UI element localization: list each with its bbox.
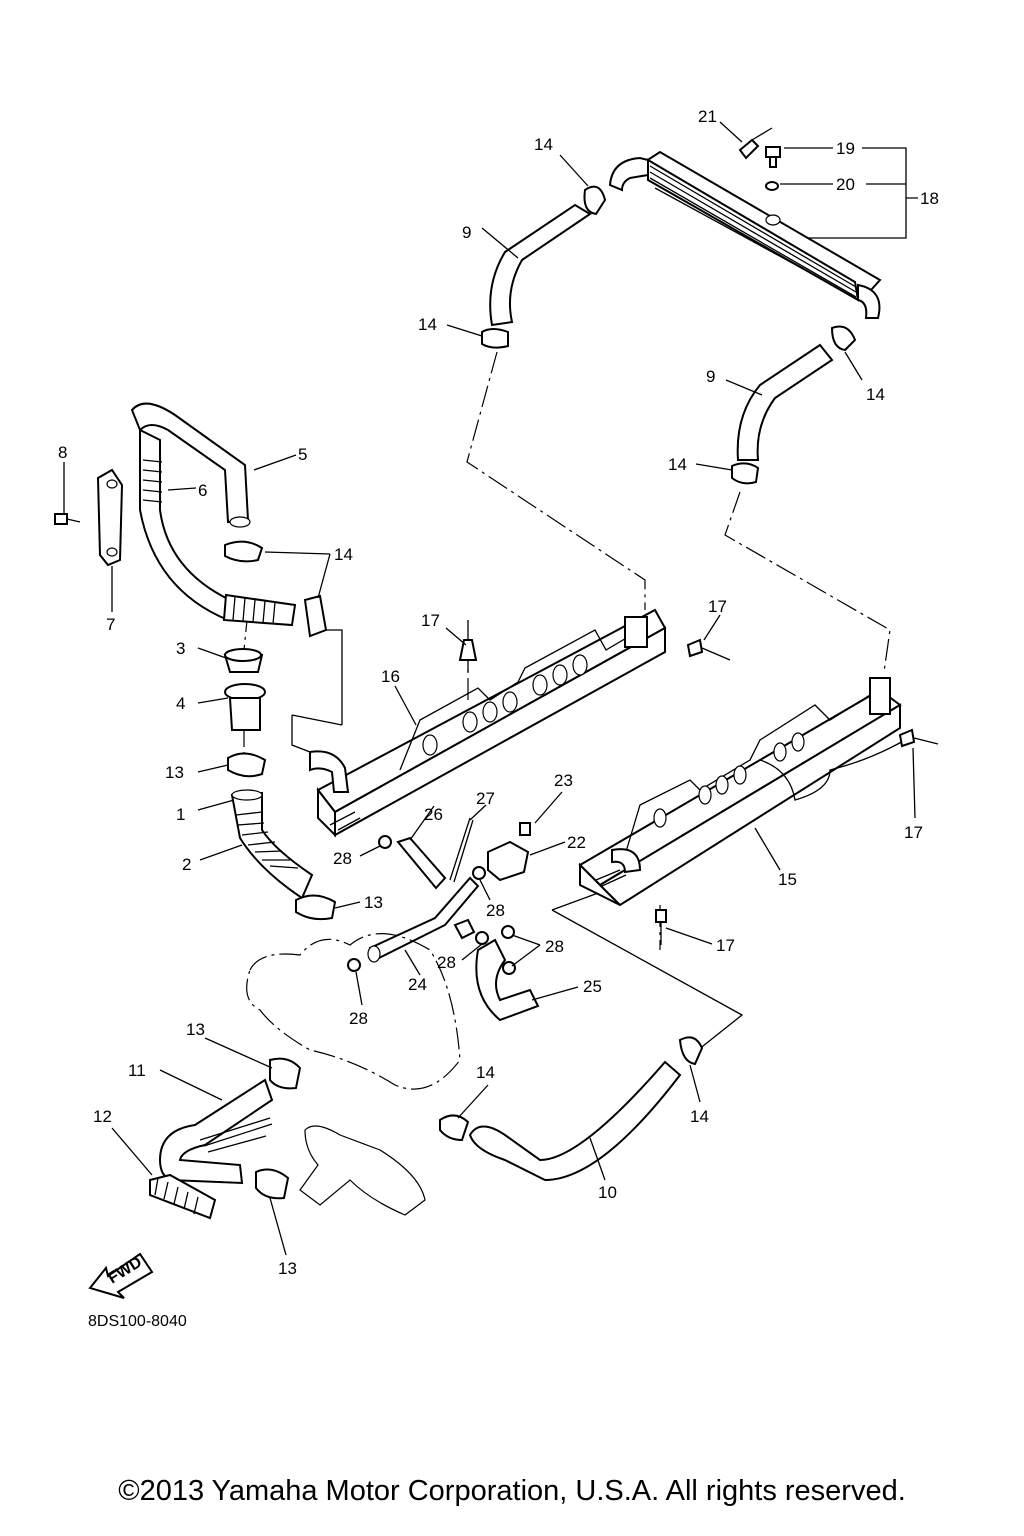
engine-outline [246,933,461,1090]
clamp-14-bottom-left [439,1114,470,1142]
radiator-cap-3 [223,648,264,673]
callout-2: 2 [182,855,191,874]
callout-14-upper-left: 14 [418,315,437,334]
callout-28-right: 28 [545,937,564,956]
callout-9-lower: 9 [706,367,715,386]
callout-labels: 21 19 20 18 14 9 14 9 14 14 5 6 8 7 14 3… [58,107,939,1278]
bolt-23 [519,822,531,836]
hose-9-upper [489,203,592,327]
callout-21: 21 [698,107,717,126]
callout-17-bottom: 17 [716,936,735,955]
callout-3: 3 [176,639,185,658]
callout-14-top: 14 [534,135,553,154]
hose-26 [396,836,447,890]
callout-17-right: 17 [904,823,923,842]
callout-17-right-top: 17 [708,597,727,616]
bracket-7 [96,468,124,567]
hose-5 [130,402,251,528]
oil-cooler-assembly [608,150,882,319]
hose-1-and-2 [230,789,314,900]
pipe-24 [367,876,480,963]
hose-28-short [453,918,476,940]
clamp-14-left-top [224,540,264,563]
callout-11: 11 [128,1061,146,1080]
clamp-13-upper [227,752,267,778]
diagram-code: 8DS100-8040 [88,1313,187,1330]
clamp-14-bottom-right [678,1036,704,1066]
clamp-14-left-side [303,594,328,638]
callout-15: 15 [778,870,797,889]
callout-1: 1 [176,805,185,824]
callout-20: 20 [836,175,855,194]
bolt-19 [765,146,781,168]
callout-18: 18 [920,189,939,208]
clamp-13-bottom-upper [269,1057,302,1090]
callout-10: 10 [598,1183,617,1202]
hose-11 [158,1078,274,1185]
forward-arrow-icon: FWD [88,1252,154,1299]
clamp-13-lower [295,894,337,921]
callout-17-left: 17 [421,611,440,630]
callout-13-bottom-upper: 13 [186,1020,205,1039]
clamp-14-right [830,325,857,352]
rivet-21 [738,127,773,160]
screw-17-a [458,620,478,672]
callout-4: 4 [176,694,185,713]
callout-28-center: 28 [486,901,505,920]
callout-9-upper: 9 [462,223,471,242]
callout-14-bottom-left: 14 [476,1063,495,1082]
clamp-14-mid-right [731,462,760,485]
hose-25 [475,938,540,1022]
callout-13-upper: 13 [165,763,184,782]
callout-6: 6 [198,481,207,500]
callout-27: 27 [476,789,495,808]
callout-16: 16 [381,667,400,686]
callout-5: 5 [298,445,307,464]
callout-14-right: 14 [866,385,885,404]
tie-27 [449,817,474,883]
cooling-system-exploded-diagram: FWD [54,107,939,1330]
callout-19: 19 [836,139,855,158]
callout-13-lower: 13 [364,893,383,912]
hose-6 [139,428,297,627]
copyright-notice: ©2013 Yamaha Motor Corporation, U.S.A. A… [118,1475,906,1507]
screw-17-c [898,728,939,748]
filler-neck-4 [224,683,266,731]
hose-10 [468,1060,682,1182]
hose-9-lower [736,343,834,461]
callout-28-left: 28 [333,849,352,868]
radiator-rail-16 [309,608,667,838]
callout-25: 25 [583,977,602,996]
callout-23: 23 [554,771,573,790]
leader-lines [63,121,918,1256]
callout-12: 12 [93,1107,112,1126]
callout-14-bottom-right: 14 [690,1107,709,1126]
callout-14-mid-right: 14 [668,455,687,474]
callout-28-lower: 28 [437,953,456,972]
clamp-13-bottom-lower [255,1168,290,1200]
callout-13-bottom-lower: 13 [278,1259,297,1278]
bolt-8 [54,513,81,525]
callout-14-left: 14 [334,545,353,564]
hose-12 [149,1173,217,1220]
clamp-14-upper-left [481,328,509,349]
callout-7: 7 [106,615,115,634]
joint-22 [487,840,530,882]
callout-22: 22 [567,833,586,852]
screw-17-d [655,909,667,945]
clamp-14-top [583,185,607,216]
callout-28-bottom: 28 [349,1009,368,1028]
callout-8: 8 [58,443,67,462]
radiator-rail-15 [578,677,906,907]
screw-17-b [686,638,731,661]
callout-26: 26 [424,805,443,824]
washer-20 [765,181,779,191]
callout-24: 24 [408,975,427,994]
engine-fragment [299,1125,426,1216]
small-clamps-28 [347,835,516,975]
